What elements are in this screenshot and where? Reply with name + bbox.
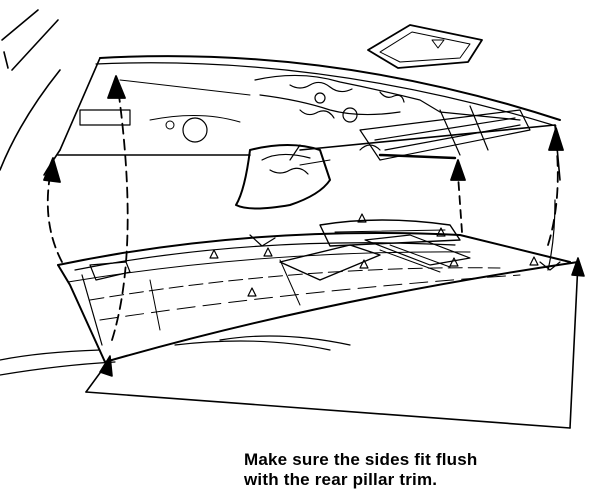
callout-line-1: Make sure the sides fit flush <box>244 450 478 469</box>
roof-bracing <box>254 74 531 161</box>
callout-line-2: with the rear pillar trim. <box>244 470 438 489</box>
callout-leader <box>85 257 585 429</box>
callout-text: Make sure the sides fit flush with the r… <box>244 450 584 490</box>
roof-panel <box>43 55 561 181</box>
install-arrow-right <box>547 127 564 246</box>
install-arrow-left-outer <box>43 157 63 263</box>
dome-light-cover <box>367 24 483 69</box>
seat-outline <box>0 335 351 376</box>
install-arrow-left-inner <box>107 75 129 341</box>
windshield-edge <box>0 9 61 171</box>
install-arrow-center <box>450 159 466 233</box>
headliner-panel <box>57 199 579 363</box>
rear-view-mirror <box>235 144 331 210</box>
